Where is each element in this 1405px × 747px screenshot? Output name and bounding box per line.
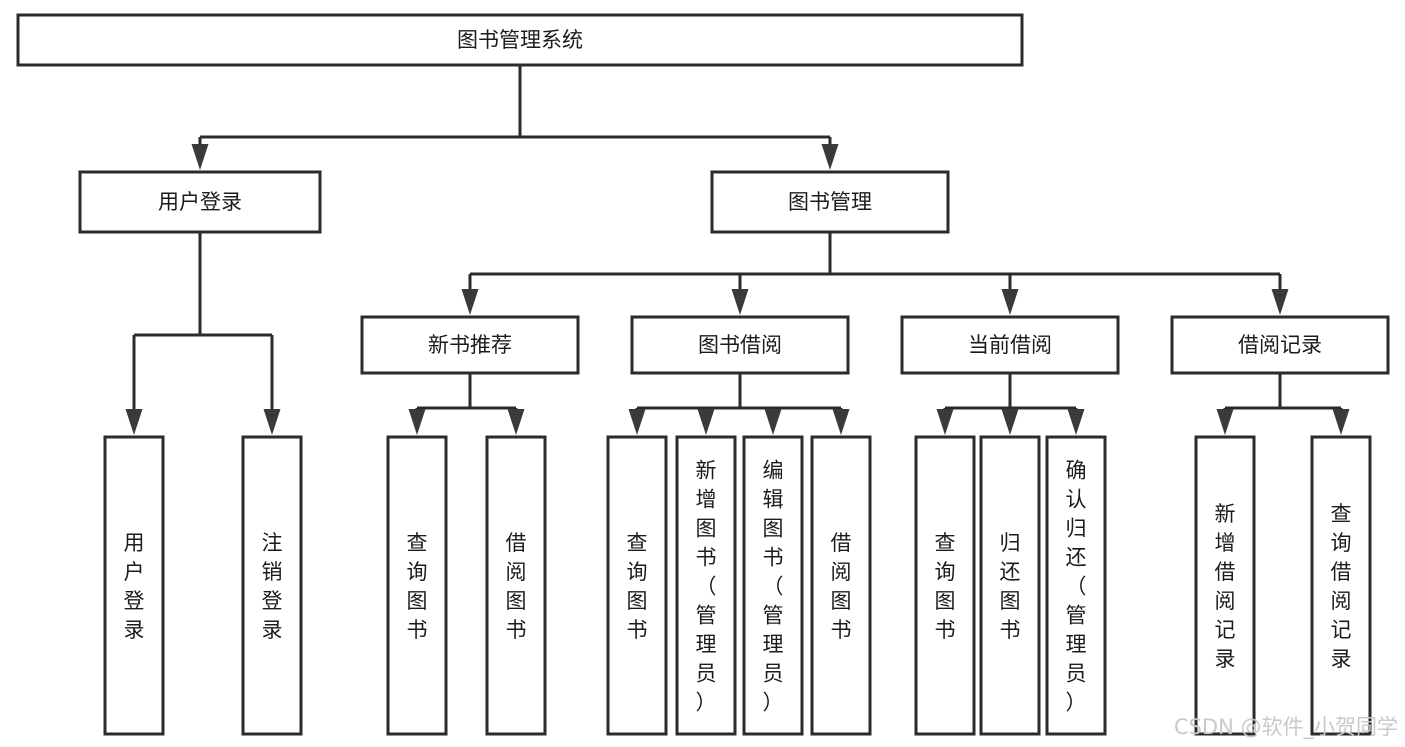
node-label: 图书借阅: [698, 333, 782, 357]
node-box[interactable]: [485, 435, 547, 736]
node-label: 新增图书（管理员）: [696, 459, 717, 715]
connector-arrowhead: [628, 409, 646, 435]
node-box[interactable]: [810, 435, 872, 736]
node-label: 新增借阅记录: [1215, 502, 1236, 671]
node-leaf-edit-book[interactable]: 编辑图书（管理员）: [742, 435, 804, 736]
node-book-borrow[interactable]: 图书借阅: [630, 315, 850, 375]
connector-arrowhead: [936, 409, 954, 435]
connector-arrowhead: [263, 409, 281, 435]
node-label: 当前借阅: [968, 333, 1052, 357]
node-box[interactable]: [675, 435, 737, 736]
csdn-watermark: CSDN @软件_小贺同学: [1174, 715, 1398, 740]
node-box[interactable]: [900, 315, 1120, 375]
node-box[interactable]: [78, 170, 322, 234]
node-box[interactable]: [606, 435, 668, 736]
node-label: 借阅图书: [831, 531, 852, 642]
node-layer: 图书管理系统用户登录图书管理新书推荐图书借阅当前借阅借阅记录用户登录注销登录查询…: [16, 13, 1390, 736]
node-box[interactable]: [710, 170, 950, 234]
node-leaf-query-record[interactable]: 查询借阅记录: [1310, 435, 1372, 736]
node-leaf-query-book-2[interactable]: 查询图书: [606, 435, 668, 736]
connector-arrowhead: [1216, 409, 1234, 435]
node-leaf-query-book-1[interactable]: 查询图书: [386, 435, 448, 736]
connector-arrowhead: [821, 144, 839, 170]
node-label: 归还图书: [1000, 531, 1021, 642]
node-box[interactable]: [914, 435, 976, 736]
node-label: 借阅记录: [1238, 333, 1322, 357]
connector-layer: [125, 65, 1350, 435]
connector-arrowhead: [125, 409, 143, 435]
node-box[interactable]: [1170, 315, 1390, 375]
connector-arrowhead: [1067, 409, 1085, 435]
node-leaf-user-login[interactable]: 用户登录: [103, 435, 165, 736]
connector-group-book-borrow: [628, 373, 850, 435]
node-leaf-add-record[interactable]: 新增借阅记录: [1194, 435, 1256, 736]
node-box[interactable]: [1310, 435, 1372, 736]
node-borrow-record[interactable]: 借阅记录: [1170, 315, 1390, 375]
connector-arrowhead: [832, 409, 850, 435]
node-label: 用户登录: [158, 190, 242, 214]
node-root[interactable]: 图书管理系统: [16, 13, 1024, 67]
connector-arrowhead: [461, 289, 479, 315]
node-box[interactable]: [386, 435, 448, 736]
node-leaf-confirm-return[interactable]: 确认归还（管理员）: [1045, 435, 1107, 736]
connector-arrowhead: [1001, 289, 1019, 315]
node-box[interactable]: [360, 315, 580, 375]
node-box[interactable]: [16, 13, 1024, 67]
node-label: 注销登录: [262, 531, 283, 642]
node-label: 查询图书: [407, 531, 428, 642]
node-leaf-query-book-3[interactable]: 查询图书: [914, 435, 976, 736]
node-book-management[interactable]: 图书管理: [710, 170, 950, 234]
node-box[interactable]: [1194, 435, 1256, 736]
node-label: 编辑图书（管理员）: [763, 459, 784, 715]
node-label: 图书管理: [788, 190, 872, 214]
connector-arrowhead: [1271, 289, 1289, 315]
node-label: 查询图书: [935, 531, 956, 642]
connector-arrowhead: [764, 409, 782, 435]
connector-arrowhead: [731, 289, 749, 315]
connector-arrowhead: [191, 144, 209, 170]
node-leaf-add-book[interactable]: 新增图书（管理员）: [675, 435, 737, 736]
node-label: 借阅图书: [506, 531, 527, 642]
node-box[interactable]: [103, 435, 165, 736]
connector-group-book-management: [461, 232, 1289, 315]
connector-group-user-login: [125, 232, 281, 435]
connector-arrowhead: [507, 409, 525, 435]
node-label: 用户登录: [124, 531, 145, 642]
connector-group-borrow-record: [1216, 373, 1350, 435]
node-leaf-borrow-book-2[interactable]: 借阅图书: [810, 435, 872, 736]
node-user-login[interactable]: 用户登录: [78, 170, 322, 234]
connector-arrowhead: [1332, 409, 1350, 435]
node-box[interactable]: [1045, 435, 1107, 736]
node-box[interactable]: [241, 435, 303, 736]
connector-arrowhead: [408, 409, 426, 435]
connector-group-new-book-recommend: [408, 373, 525, 435]
node-box[interactable]: [630, 315, 850, 375]
node-label: 新书推荐: [428, 333, 512, 357]
connector-arrowhead: [1001, 409, 1019, 435]
node-box[interactable]: [979, 435, 1041, 736]
node-label: 查询借阅记录: [1331, 502, 1352, 671]
node-leaf-user-logout[interactable]: 注销登录: [241, 435, 303, 736]
node-new-book-recommend[interactable]: 新书推荐: [360, 315, 580, 375]
node-leaf-return-book[interactable]: 归还图书: [979, 435, 1041, 736]
connector-group-root: [191, 65, 839, 170]
node-label: 查询图书: [627, 531, 648, 642]
node-leaf-borrow-book-1[interactable]: 借阅图书: [485, 435, 547, 736]
node-box[interactable]: [742, 435, 804, 736]
connector-group-current-borrow: [936, 373, 1085, 435]
connector-arrowhead: [697, 409, 715, 435]
node-label: 确认归还（管理员）: [1066, 459, 1087, 715]
node-label: 图书管理系统: [457, 28, 583, 52]
node-current-borrow[interactable]: 当前借阅: [900, 315, 1120, 375]
